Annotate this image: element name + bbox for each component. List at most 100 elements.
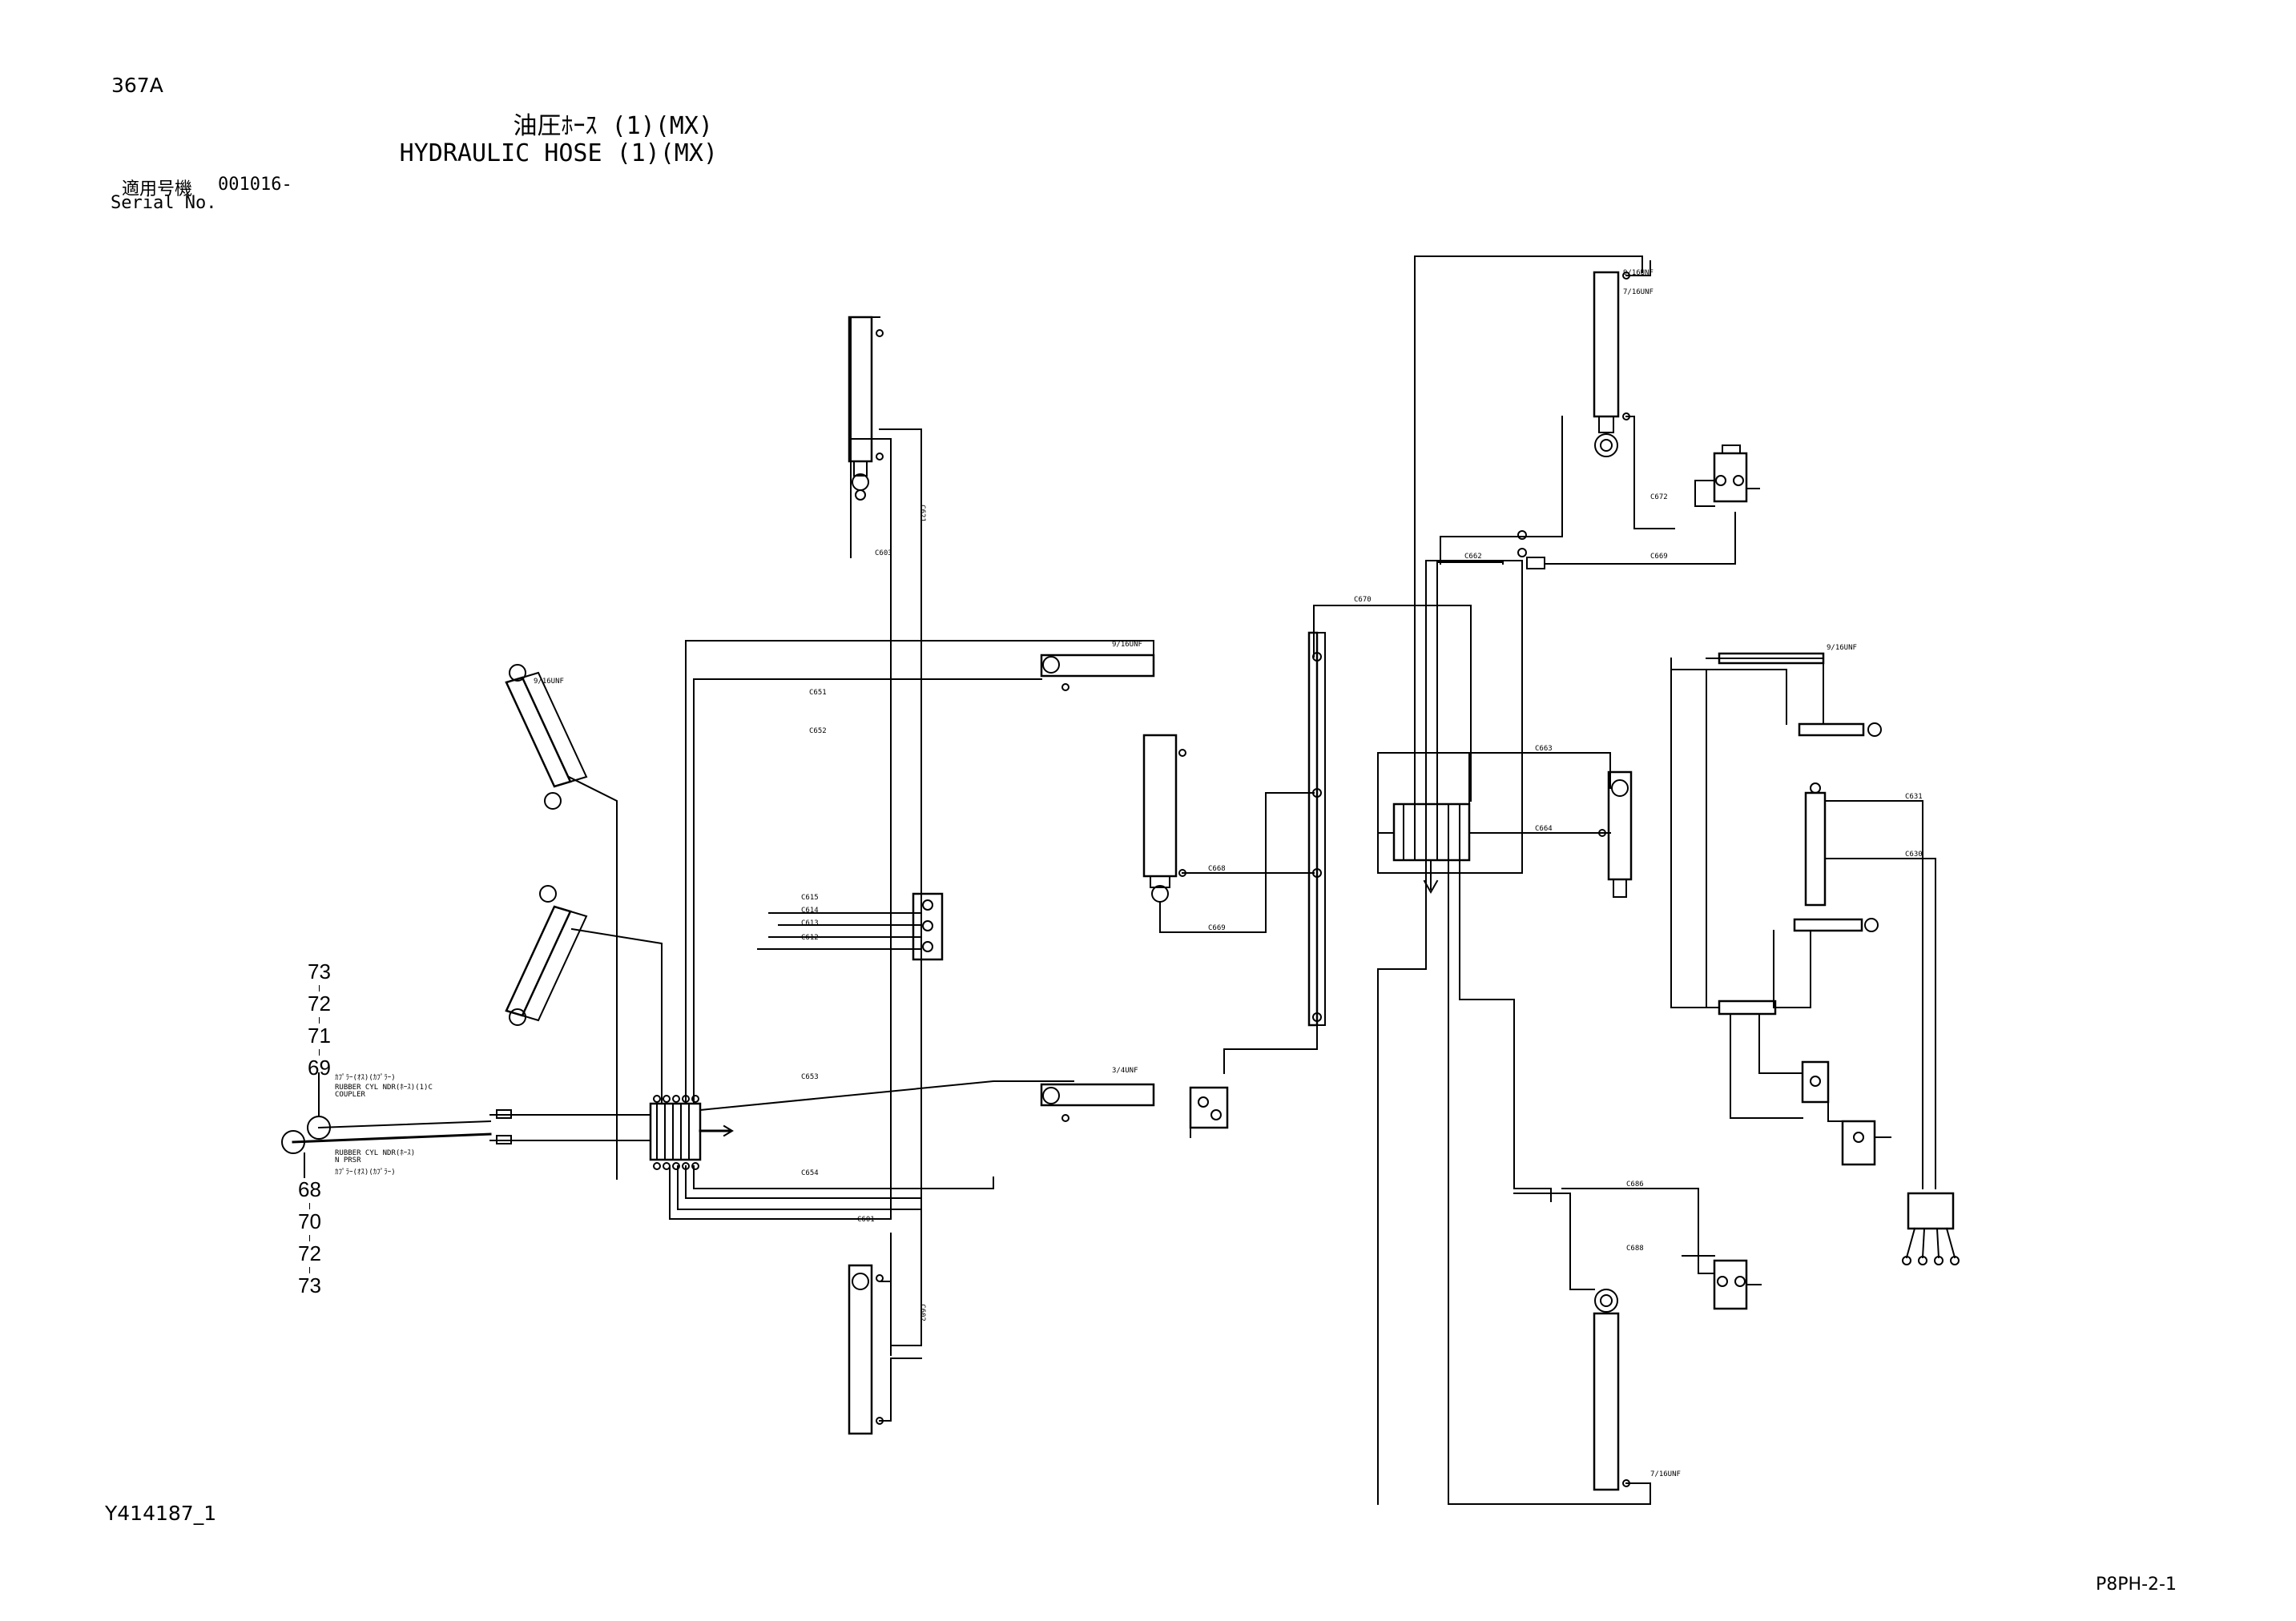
hose-c663-b [1377, 752, 1470, 834]
hose-label: C652 [809, 727, 827, 735]
thread-spec: 3/4UNF [1112, 1067, 1138, 1075]
left-control-valve [649, 1095, 734, 1170]
hose-c687 [1513, 1188, 1552, 1202]
coupler-note-6: ｶﾌﾟﾗｰ(ｵｽ)(ｶﾌﾟﾗｰ) [335, 1168, 396, 1177]
hose-label: C621 [917, 505, 926, 522]
coupler-note-1: ｶﾌﾟﾗｰ(ｵｽ)(ｶﾌﾟﾗｰ) [335, 1074, 396, 1082]
callout-separator [319, 985, 320, 992]
hose-label: C669 [1208, 924, 1226, 932]
hose-label: C603 [875, 549, 892, 557]
thread-spec: 9/16UNF [534, 678, 564, 686]
page-code: P8PH-2-1 [2096, 1575, 2177, 1595]
far-right-bottom-valve [1801, 1060, 1891, 1166]
hose-label: C669 [1650, 553, 1668, 561]
cylinder-bottom-right [1593, 1289, 1630, 1491]
hose-c672 [1694, 480, 1715, 507]
hose-c671 [1414, 255, 1643, 805]
hose-c619 [1223, 1024, 1318, 1074]
hose-label: C615 [801, 894, 819, 902]
title-en: HYDRAULIC HOSE (1)(MX) [399, 139, 718, 167]
hose-label: C614 [801, 907, 819, 915]
serial-label-jp: 適用号機 [122, 179, 193, 199]
hose-c662-b [1436, 561, 1504, 805]
cylinder-top-right [1593, 271, 1630, 457]
center-bottom-valve [1189, 1086, 1229, 1138]
hose-c648 [1670, 658, 1720, 1008]
callout-72-lower: 72 [298, 1241, 321, 1265]
hose-c691-b [1377, 859, 1427, 1505]
thread-spec: 7/16UNF [1650, 1470, 1681, 1478]
callout-73-upper: 73 [308, 959, 331, 983]
hose-label: C672 [1650, 493, 1668, 501]
coupler-note-2: RUBBER CYL NDR(ﾎｰｽ)(1)C [335, 1084, 433, 1092]
hose-c686 [1561, 1188, 1715, 1274]
hose-label: C670 [1354, 596, 1372, 604]
callout-separator [319, 1049, 320, 1056]
hose-label: C613 [801, 919, 819, 927]
hose-c669 [1159, 792, 1315, 933]
far-right-top-cylinder [1718, 652, 1882, 737]
hose-c601 [879, 1281, 892, 1356]
thread-spec: 9/16UNF [1112, 641, 1142, 649]
hose-c670-b [1625, 416, 1675, 529]
hose-label: C668 [1208, 865, 1226, 873]
thread-spec: 9/16UNF [1827, 644, 1857, 652]
hose-c689 [1459, 859, 1517, 1189]
top-right-coupler [1517, 530, 1545, 569]
callout-69-upper: 69 [308, 1056, 331, 1080]
left-manifold [912, 892, 944, 961]
coupler-note-3: COUPLER [335, 1091, 365, 1099]
callout-73-lower: 73 [298, 1273, 321, 1297]
drawing-number: Y414187_1 [105, 1502, 217, 1525]
hose-label: C662 [1464, 553, 1482, 561]
hose-c671-b [1625, 260, 1651, 276]
hose-c642 [1730, 1013, 1803, 1119]
coupler-note-5: N PRSR [335, 1156, 361, 1164]
hose-label: C612 [801, 934, 819, 942]
hose-label: C686 [1626, 1181, 1644, 1189]
hose-c621 [669, 316, 892, 1220]
hose-label: C651 [809, 689, 827, 697]
bottom-right-valve [1713, 1259, 1762, 1310]
callout-separator [309, 1267, 310, 1273]
hose-c653 [699, 1080, 1074, 1112]
hose-label: C631 [1905, 793, 1923, 801]
sheet-id: 367A [111, 74, 163, 97]
serial-label-en: Serial No. [111, 193, 217, 213]
hose-label: C601 [857, 1216, 875, 1224]
far-right-vertical-cylinder [1804, 782, 1827, 907]
top-right-valve [1713, 444, 1760, 503]
center-vertical-manifold [1307, 631, 1326, 1027]
hose-label: C602 [917, 1304, 926, 1321]
thread-spec: 9/16UNF [1623, 269, 1654, 277]
hose-c652 [693, 678, 1042, 1104]
cylinder-lower [848, 1264, 884, 1435]
hose-c641 [1827, 1101, 1843, 1122]
callout-70-lower: 70 [298, 1209, 321, 1233]
callout-68-lower: 68 [298, 1177, 321, 1201]
right-control-valve [1392, 802, 1471, 895]
hose-c631 [1824, 800, 1923, 1189]
hose-c630 [1824, 858, 1936, 1189]
hose-c691 [1448, 859, 1651, 1505]
callout-separator [309, 1235, 310, 1241]
hose-label: C688 [1626, 1245, 1644, 1253]
callout-71-upper: 71 [308, 1024, 331, 1048]
hose-c662 [1377, 560, 1523, 874]
hose-c669-b [1545, 512, 1736, 565]
hose-c602 [685, 1165, 922, 1346]
hose-c662-c [1440, 416, 1563, 565]
serial-value: 001016- [218, 175, 292, 195]
cylinder-mid-right [1598, 770, 1633, 898]
hose-c616 [567, 775, 618, 1180]
center-left-cylinder [1142, 734, 1186, 903]
hose-c658 [1706, 658, 1824, 725]
far-right-mid-cylinder [1793, 918, 1879, 932]
hose-c688 [1513, 1193, 1595, 1290]
hose-c663 [1468, 752, 1611, 821]
hose-c602-b [879, 1358, 922, 1422]
hose-label: C653 [801, 1073, 819, 1081]
far-right-pilot-valve [1902, 1192, 1960, 1265]
hose-c646 [1670, 669, 1787, 725]
hose-c691-c [1625, 1482, 1651, 1505]
